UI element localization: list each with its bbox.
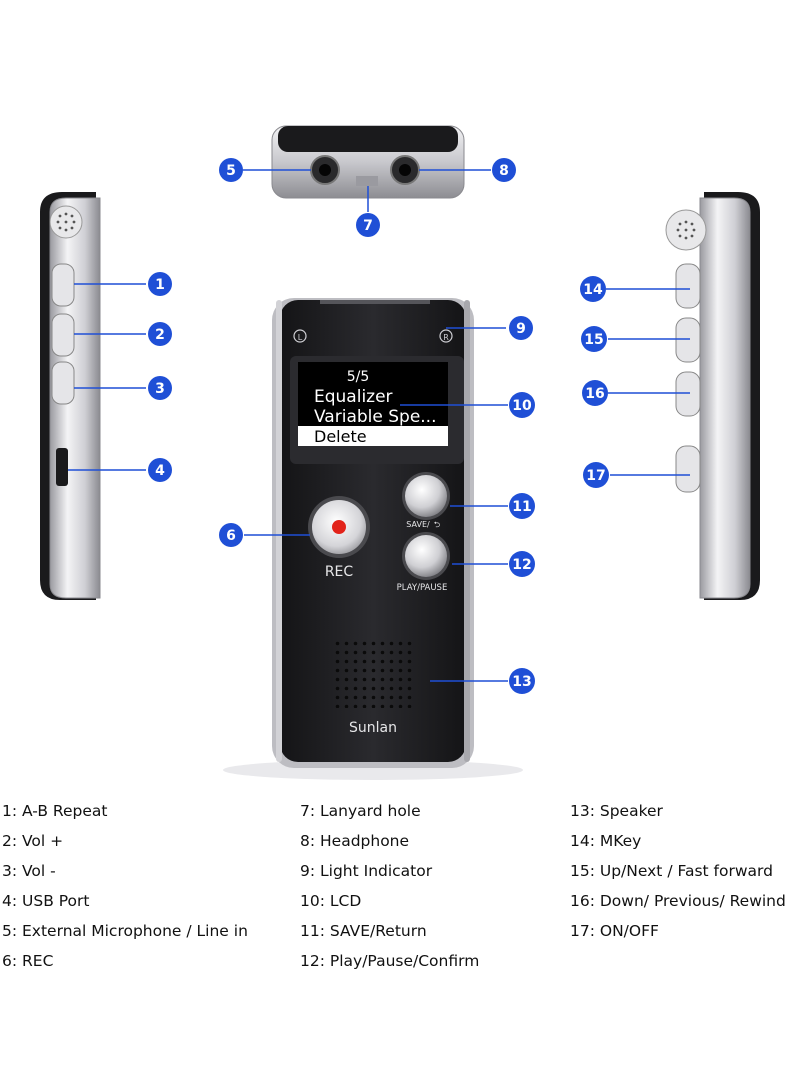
left-channel-label: L	[298, 333, 303, 342]
rec-label: REC	[325, 564, 354, 580]
svg-text:13: 13	[512, 674, 531, 690]
legend-item: 14: MKey	[570, 832, 642, 850]
lcd-line-4-selected: Delete	[314, 427, 367, 446]
legend-item: 10: LCD	[300, 892, 362, 910]
legend-item: 4: USB Port	[2, 892, 90, 910]
ab-repeat-button[interactable]	[51, 263, 75, 307]
callout-14: 14	[580, 276, 606, 302]
legend-column-3: 13: Speaker 14: MKey 15: Up/Next / Fast …	[570, 800, 786, 950]
legend-item: 13: Speaker	[570, 802, 663, 820]
play-pause-button[interactable]	[402, 532, 450, 580]
legend-item: 6: REC	[2, 952, 54, 970]
svg-text:10: 10	[512, 398, 532, 414]
callout-15: 15	[581, 326, 607, 352]
callout-5: 5	[219, 158, 243, 182]
right-side-view	[665, 192, 760, 600]
legend-item: 17: ON/OFF	[570, 922, 659, 940]
callout-10: 10	[509, 392, 535, 418]
callout-1: 1	[148, 272, 172, 296]
svg-text:6: 6	[226, 528, 236, 544]
top-view	[271, 125, 465, 199]
left-side-view	[40, 192, 101, 600]
brand-label: Sunlan	[349, 720, 397, 736]
record-dot-icon	[332, 520, 346, 534]
lcd-line-3: Variable Spe...	[314, 407, 437, 427]
legend-item: 2: Vol +	[2, 832, 64, 850]
legend: 1: A-B Repeat 2: Vol + 3: Vol - 4: USB P…	[0, 790, 800, 990]
svg-text:2: 2	[155, 327, 165, 343]
legend-item: 8: Headphone	[300, 832, 410, 850]
svg-text:7: 7	[363, 218, 373, 234]
callout-11: 11	[509, 493, 535, 519]
legend-item: 7: Lanyard hole	[300, 802, 421, 820]
svg-text:5: 5	[226, 163, 236, 179]
up-next-button[interactable]	[675, 317, 701, 363]
svg-text:11: 11	[512, 499, 531, 515]
callout-lines	[68, 169, 690, 682]
legend-item: 15: Up/Next / Fast forward	[570, 862, 773, 880]
mkey-button[interactable]	[675, 263, 701, 309]
callout-3: 3	[148, 376, 172, 400]
svg-text:1: 1	[155, 277, 165, 293]
callout-badges: 1 2 3 4 5 6 7 8 9 10 11 12 13 14 15 16 1…	[148, 158, 609, 694]
vol-down-button[interactable]	[51, 361, 75, 405]
down-previous-button[interactable]	[675, 371, 701, 417]
callout-9: 9	[509, 316, 533, 340]
callout-6: 6	[219, 523, 243, 547]
right-channel-label: R	[443, 333, 449, 342]
rec-button[interactable]	[308, 496, 370, 558]
legend-item: 1: A-B Repeat	[2, 802, 108, 820]
svg-text:14: 14	[583, 282, 603, 298]
light-indicator: L R	[293, 329, 453, 343]
callout-12: 12	[509, 551, 535, 577]
svg-text:3: 3	[155, 381, 165, 397]
svg-text:12: 12	[512, 557, 531, 573]
legend-item: 5: External Microphone / Line in	[2, 922, 248, 940]
left-channel-icon	[293, 329, 307, 343]
save-label: SAVE/	[406, 520, 430, 529]
callout-13: 13	[509, 668, 535, 694]
lanyard-hole-icon	[356, 176, 378, 186]
svg-text:9: 9	[516, 321, 526, 337]
callout-2: 2	[148, 322, 172, 346]
play-pause-label: PLAY/PAUSE	[397, 583, 448, 593]
callout-7: 7	[356, 213, 380, 237]
usb-port-icon	[56, 448, 68, 486]
legend-item: 3: Vol -	[2, 862, 56, 880]
lcd-line-2: Equalizer	[314, 387, 393, 407]
callout-8: 8	[492, 158, 516, 182]
legend-item: 9: Light Indicator	[300, 862, 433, 880]
legend-item: 11: SAVE/Return	[300, 922, 427, 940]
svg-text:15: 15	[584, 332, 603, 348]
svg-text:17: 17	[586, 468, 605, 484]
svg-text:8: 8	[499, 163, 509, 179]
save-return-button[interactable]	[402, 472, 450, 520]
speaker-grille-icon	[332, 640, 412, 708]
legend-item: 16: Down/ Previous/ Rewind	[570, 892, 786, 910]
callout-4: 4	[148, 458, 172, 482]
svg-text:16: 16	[585, 386, 604, 402]
right-channel-icon	[439, 329, 453, 343]
legend-column-2: 7: Lanyard hole 8: Headphone 9: Light In…	[300, 800, 479, 980]
lcd-line-1: 5/5	[347, 369, 370, 385]
return-icon: ⮌	[434, 520, 440, 529]
front-view: L R 5/5 Equalizer Variable Spe... Delete…	[223, 298, 523, 780]
lcd-screen: 5/5 Equalizer Variable Spe... Delete	[290, 356, 464, 464]
callout-16: 16	[582, 380, 608, 406]
svg-text:4: 4	[155, 463, 165, 479]
vol-up-button[interactable]	[51, 313, 75, 357]
legend-item: 12: Play/Pause/Confirm	[300, 952, 480, 970]
callout-17: 17	[583, 462, 609, 488]
legend-column-1: 1: A-B Repeat 2: Vol + 3: Vol - 4: USB P…	[2, 800, 248, 980]
device-diagram: L R 5/5 Equalizer Variable Spe... Delete…	[40, 125, 760, 780]
power-switch[interactable]	[675, 445, 701, 493]
